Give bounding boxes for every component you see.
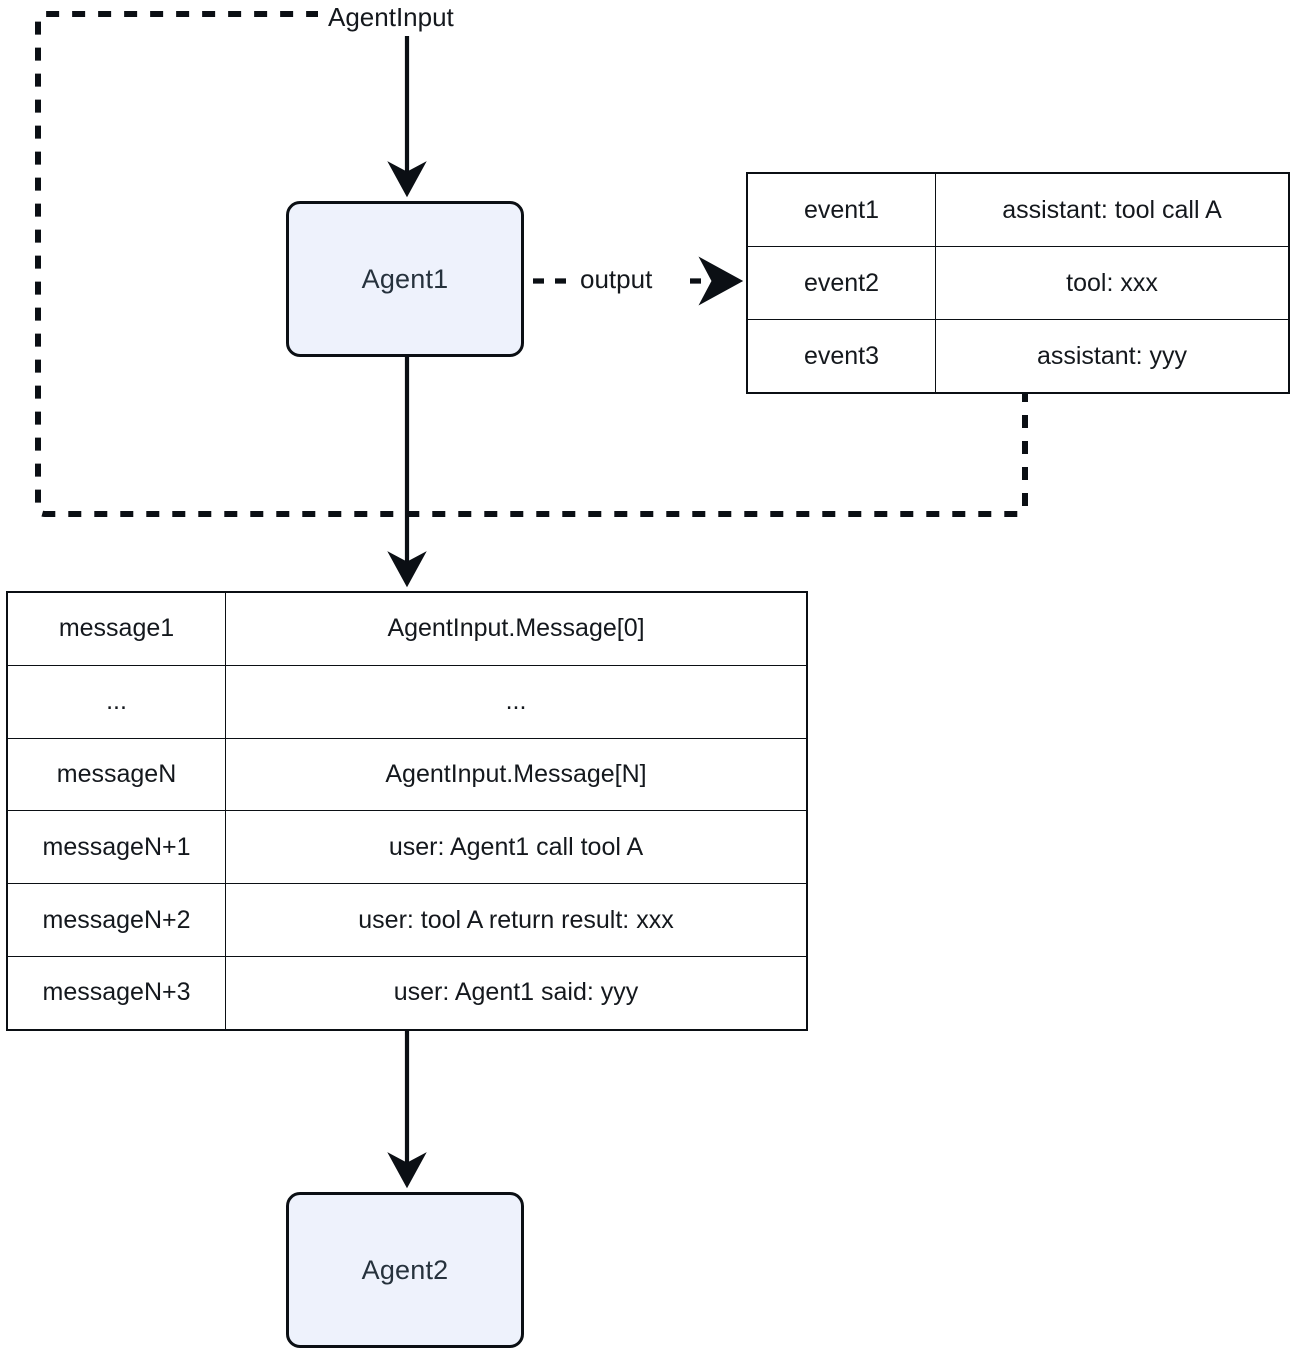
message-table-row-key: messageN+2 [6,883,226,957]
message-table-row-value: ... [225,664,808,739]
message-table-row-value: AgentInput.Message[N] [225,737,808,812]
message-table-row-key: messageN+3 [6,955,226,1031]
message-table-row-key: messageN+1 [6,810,226,885]
message-table-row-key: messageN [6,737,226,812]
message-table-row: ...... [6,664,808,739]
message-table-row-value: user: Agent1 call tool A [225,810,808,885]
event-table-row-value: assistant: tool call A [935,172,1290,247]
message-table-row-value: user: Agent1 said: yyy [225,955,808,1031]
agent-input-edge-label: AgentInput [328,2,454,32]
event-table-row-value: assistant: yyy [935,319,1290,394]
agent1-node-label: Agent1 [361,263,449,294]
agent2-node[interactable]: Agent2 [286,1192,524,1348]
message-table-row-key: ... [6,664,226,739]
agent2-node-label: Agent2 [361,1254,449,1285]
event-table-row-key: event2 [746,246,936,320]
event-table-row-key: event1 [746,172,936,247]
output-edge-label: output [580,264,653,294]
message-table-row-key: message1 [6,591,226,666]
event-table-row-value: tool: xxx [935,246,1290,320]
message-table-row-value: AgentInput.Message[0] [225,591,808,666]
message-table-row-value: user: tool A return result: xxx [225,883,808,957]
agent1-node[interactable]: Agent1 [286,201,524,357]
event-table-row-key: event3 [746,319,936,394]
